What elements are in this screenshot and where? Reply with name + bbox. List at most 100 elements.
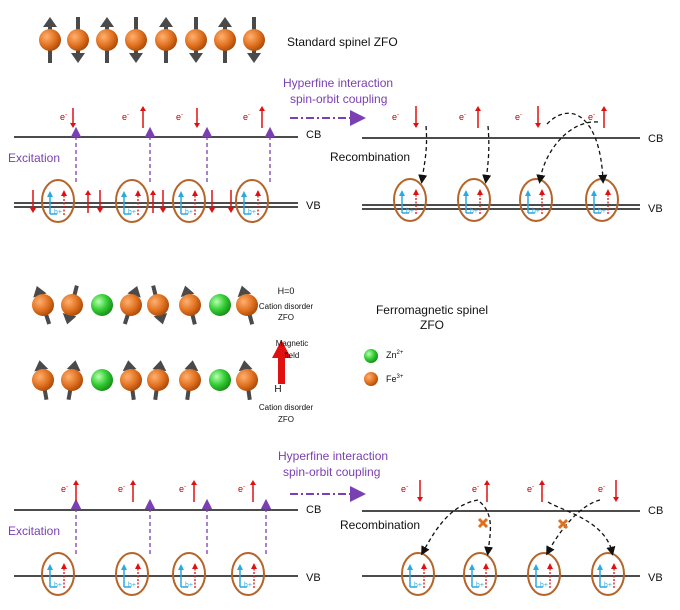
electron-hole-ellipse [231,552,265,596]
magnetic-label: Magnetic [275,339,309,348]
electron-spin-trace-head [135,190,141,196]
vb-label-top-left: VB [306,200,321,212]
fe-ion [147,294,169,316]
fe-ion [67,29,89,51]
energy-bands [14,136,640,577]
zfo-label-1: ZFO [278,313,294,322]
electron-spin-trace-head [61,190,67,196]
hole-label: h+ [128,209,136,216]
electron-label: e- [122,112,130,122]
fe-ion [147,369,169,391]
fe-ion [236,369,258,391]
electron-hole-ellipse [527,552,561,596]
electron-spin-up-arrow-head [475,106,481,111]
hole-label: h+ [540,582,548,589]
electron-label: e- [472,484,480,494]
hyperfine-label-top: Hyperfine interaction [283,76,394,90]
hole-label: h+ [470,208,478,215]
fe-ion [236,294,258,316]
fe-ion [364,372,378,386]
spin-chains [32,17,378,401]
standard-spinel-title: Standard spinel ZFO [287,35,398,49]
hole-spin-arrow-head [591,190,597,196]
fe-ion [32,369,54,391]
electron-label: e- [118,484,126,494]
electron-spin-trace-head [477,189,483,195]
electron-spin-trace-head [605,189,611,195]
fe-ion [243,29,265,51]
magnetic-field-arrow-shaft [278,356,285,384]
zn-ion [209,294,231,316]
hole-label: h+ [185,582,193,589]
cb-label-top-right: CB [648,133,664,145]
hole-spin-arrow-head [463,190,469,196]
zn-ion [209,369,231,391]
electron-spin-down-arrow-head [70,123,76,128]
electron-label: e- [60,112,68,122]
cb-label-bottom-left: CB [306,504,322,516]
vb-label-top-right: VB [648,203,663,215]
field-label: field [284,351,300,360]
electron-label: e- [588,112,596,122]
hole-label: h+ [128,582,136,589]
hole-spin-arrow-head [178,564,184,570]
hole-spin-arrow-head [407,564,413,570]
fe-ion [96,29,118,51]
electron-label: e- [243,112,251,122]
vb-spin-up-arrow-head [85,190,91,195]
electron-hole-ellipse [41,179,75,223]
electron-spin-down-arrow-head [535,123,541,128]
electron-spin-trace-head [192,563,198,569]
h-field-label: H [274,384,282,395]
hole-spin-arrow-head [597,564,603,570]
hole-spin-arrow-head [469,564,475,570]
ferromagnetic-title-line1: Ferromagnetic spinel [375,303,489,317]
hyperfine-label-bottom: Hyperfine interaction [278,449,389,463]
electron-hole-ellipse [463,552,497,596]
vb-spin-up-arrow-head [150,190,156,195]
hole-spin-arrow-head [241,191,247,197]
hole-spin-arrow-head [178,191,184,197]
fe-ion [179,369,201,391]
fe-ion [214,29,236,51]
blocked-mark [557,518,569,530]
electron-label: e- [515,112,523,122]
fe-ion [32,294,54,316]
zn-ion [364,349,378,363]
electron-spin-up-arrow-head [130,480,136,485]
hole-spin-arrow-head [47,191,53,197]
electron-label: e- [401,484,409,494]
electron-label: e- [459,112,467,122]
cation-disorder-label-2: Cation disorder [258,403,314,412]
hole-spin-arrow-head [121,564,127,570]
h-zero-label: H=0 [277,286,295,296]
electron-spin-trace-head [539,189,545,195]
hole-spin-arrow-head [237,564,243,570]
hole-spin-arrow-head [533,564,539,570]
hole-spin-arrow-head [121,191,127,197]
blocked-mark [477,517,489,529]
cb-label-top-left: CB [306,129,322,141]
hole-label: h+ [185,209,193,216]
vb-spin-down-arrow-head [228,208,234,213]
electron-spin-trace-head [483,563,489,569]
electron-spin-up-arrow-head [73,480,79,485]
electron-spin-trace-head [251,563,257,569]
hole-spin-arrow-head [399,190,405,196]
magnetic-field-arrow-head [272,340,291,358]
recombination-arrow [482,125,492,184]
vb-spin-down-arrow-head [97,208,103,213]
recombination-arrow [546,499,601,556]
electron-spin-up-arrow-head [601,106,607,111]
hole-label: h+ [248,209,256,216]
electron-hole-ellipse [41,552,75,596]
electron-spin-trace-head [255,190,261,196]
ferromagnetic-title-line2: ZFO [420,318,444,332]
hole-spin-arrow-head [47,564,53,570]
electron-spin-down-arrow-head [194,123,200,128]
legend-fe-label: Fe3+ [386,374,404,384]
electron-label: e- [392,112,400,122]
electron-hole-ellipse [401,552,435,596]
